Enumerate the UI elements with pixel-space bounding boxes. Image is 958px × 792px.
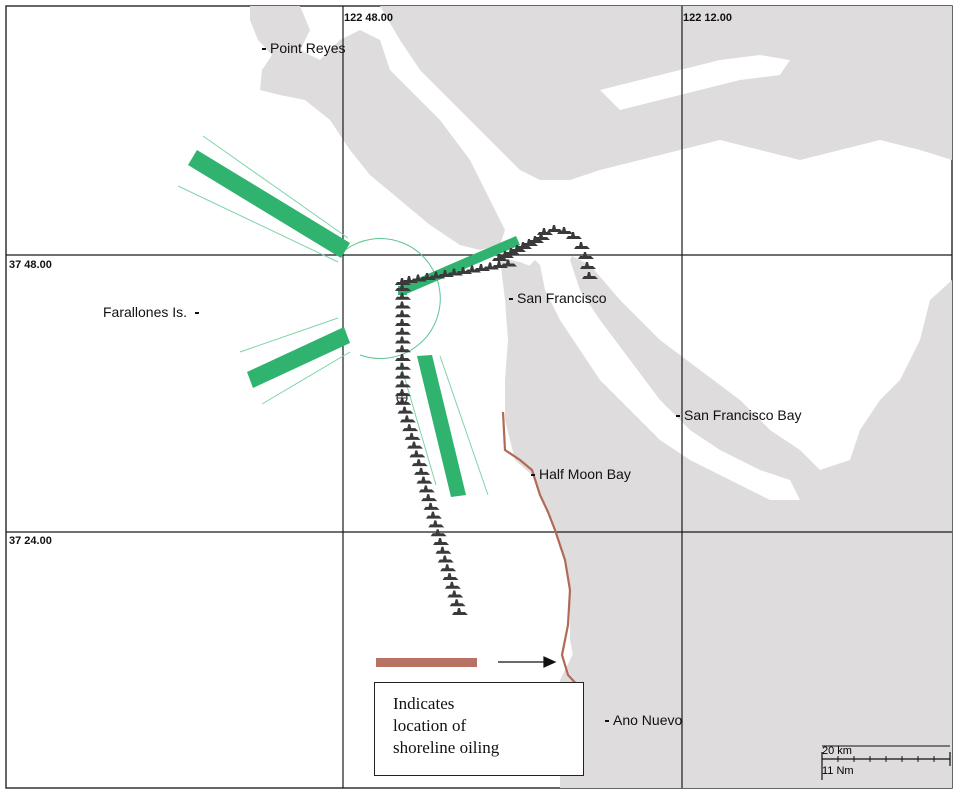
place-sf-bay: San Francisco Bay <box>676 407 802 423</box>
wind-spoke-sse <box>417 355 466 497</box>
legend-arrow <box>498 656 557 668</box>
place-ano-nuevo: Ano Nuevo <box>605 712 682 728</box>
place-marker-icon <box>195 312 200 315</box>
legend-oiling-swatch <box>376 658 477 667</box>
trajectory-marker <box>414 467 431 475</box>
place-label: Half Moon Bay <box>539 466 631 482</box>
trajectory-marker <box>395 336 411 344</box>
trajectory-marker <box>433 537 450 545</box>
wind-rose <box>177 135 520 497</box>
trajectory-marker <box>395 362 411 370</box>
legend-line: shoreline oiling <box>393 738 500 757</box>
trajectory-marker <box>566 232 582 239</box>
legend-line: location of <box>393 716 467 735</box>
place-marker-icon <box>605 720 609 723</box>
trajectory-marker <box>409 450 426 458</box>
place-marker-icon <box>676 415 680 418</box>
latitude-label-1: 37 48.00 <box>9 259 52 271</box>
place-label: San Francisco <box>517 290 607 306</box>
scale-nm-label: 11 Nm <box>822 765 854 777</box>
trajectory-marker <box>452 608 468 615</box>
trajectory-marker <box>435 546 452 554</box>
place-farallones: Farallones Is. <box>103 304 203 320</box>
trajectory-marker <box>421 494 438 502</box>
trajectory-marker <box>395 284 411 291</box>
trajectory-marker <box>534 233 550 240</box>
trajectory-marker <box>537 228 553 235</box>
trajectory-marker <box>418 485 435 493</box>
scale-bar: 20 km 11 Nm <box>818 742 954 782</box>
trajectory-marker <box>423 502 440 510</box>
trajectory-marker <box>399 415 416 423</box>
trajectory-marker <box>501 259 517 267</box>
legend-text: Indicates location of shoreline oiling <box>393 693 499 759</box>
trajectory-marker <box>442 572 459 580</box>
latitude-label-2: 37 24.00 <box>9 535 52 547</box>
longitude-label-1: 122 48.00 <box>344 12 393 24</box>
place-label: San Francisco Bay <box>684 407 802 423</box>
land <box>250 6 952 788</box>
trajectory-marker <box>447 590 464 598</box>
legend-box: Indicates location of shoreline oiling <box>374 682 584 776</box>
trajectory-marker <box>425 511 442 519</box>
wind-spoke-wsw <box>247 327 350 388</box>
trajectory-marker <box>395 397 412 405</box>
shoreline-oiling-line <box>501 411 581 689</box>
scale-km-label: 20 km <box>822 745 852 757</box>
trajectory-marker <box>395 327 411 335</box>
trajectory-marker <box>574 242 590 249</box>
legend-line: Indicates <box>393 694 455 713</box>
trajectory-marker <box>395 371 411 379</box>
trajectory-marker <box>416 476 433 484</box>
bay-water <box>520 55 880 500</box>
trajectory-marker <box>406 441 423 449</box>
trajectory-marker <box>395 354 411 362</box>
trajectory-marker <box>402 424 419 432</box>
place-point-reyes: Point Reyes <box>262 40 345 56</box>
scale-bar-graphic <box>821 745 951 780</box>
trajectory-marker <box>411 459 428 467</box>
wind-spoke-nw <box>188 150 350 258</box>
trajectory-marker <box>444 581 461 589</box>
place-marker-icon <box>509 298 513 301</box>
place-half-moon-bay: Half Moon Bay <box>531 466 631 482</box>
trajectory-marker <box>580 262 596 269</box>
wind-spoke-ene <box>400 236 520 295</box>
place-label: Farallones Is. <box>103 304 188 320</box>
place-marker-icon <box>531 474 535 477</box>
trajectory-marker <box>395 310 411 318</box>
trajectory-marker <box>557 227 573 234</box>
trajectory-marker <box>397 406 414 414</box>
place-label: Point Reyes <box>270 40 346 56</box>
trajectory-marker <box>395 345 411 353</box>
trajectory-marker <box>582 272 598 279</box>
trajectory-marker <box>547 225 563 232</box>
spill-trajectory <box>395 225 598 615</box>
trajectory-marker <box>395 319 411 327</box>
trajectory-marker <box>395 301 411 309</box>
trajectory-marker <box>578 252 594 259</box>
place-san-francisco: San Francisco <box>509 290 606 306</box>
trajectory-marker <box>395 292 411 300</box>
trajectory-marker <box>449 599 466 607</box>
trajectory-marker <box>404 432 421 440</box>
trajectory-marker <box>437 555 454 563</box>
trajectory-marker <box>430 529 447 537</box>
place-marker-icon <box>262 48 266 51</box>
trajectory-marker <box>395 380 411 388</box>
longitude-label-2: 122 12.00 <box>683 12 732 24</box>
place-label: Ano Nuevo <box>613 712 683 728</box>
trajectory-marker <box>440 564 457 572</box>
trajectory-marker <box>428 520 445 528</box>
